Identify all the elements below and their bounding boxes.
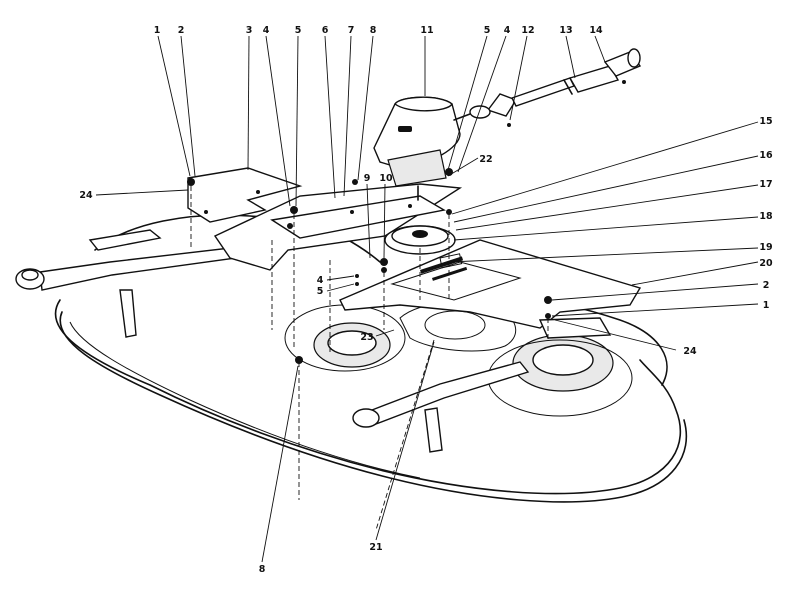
callout-13: 13 <box>559 25 572 36</box>
leader-lines <box>95 35 759 351</box>
front-bracket-right <box>352 361 530 453</box>
callout-21: 21 <box>369 542 382 553</box>
gearbox-11 <box>373 96 471 201</box>
callout-1-right: 1 <box>763 300 770 311</box>
callout-4-mid: 4 <box>317 275 324 286</box>
callout-24-right: 24 <box>683 346 697 357</box>
front-bracket-left <box>15 229 238 338</box>
callout-5-top: 5 <box>295 25 302 36</box>
callout-5-right: 5 <box>484 25 491 36</box>
callouts: 1 2 3 4 5 6 7 8 11 5 4 12 13 14 15 16 17… <box>79 25 773 575</box>
callout-8-top: 8 <box>370 25 377 36</box>
callout-15: 15 <box>759 116 772 127</box>
belt-cover-plate-20 <box>339 239 642 339</box>
callout-17: 17 <box>759 179 772 190</box>
pulley-18 <box>384 225 456 255</box>
deck-shell <box>54 214 688 503</box>
callout-22: 22 <box>479 154 492 165</box>
callout-12: 12 <box>521 25 534 36</box>
callout-20: 20 <box>759 258 773 269</box>
callout-2-right: 2 <box>763 280 770 291</box>
hardware <box>187 80 626 364</box>
callout-19: 19 <box>759 242 772 253</box>
callout-16: 16 <box>759 150 773 161</box>
drive-shaft <box>469 48 642 119</box>
callout-2-top: 2 <box>178 25 185 36</box>
plate-3 <box>187 167 303 223</box>
callout-24-left: 24 <box>79 190 93 201</box>
callout-8-bottom: 8 <box>259 564 266 575</box>
callout-5-mid: 5 <box>317 286 324 297</box>
callout-7: 7 <box>348 25 355 36</box>
callout-4-top: 4 <box>263 25 270 36</box>
callout-11: 11 <box>420 25 433 36</box>
callout-14: 14 <box>589 25 603 36</box>
callout-1-top: 1 <box>154 25 161 36</box>
callout-10: 10 <box>379 173 393 184</box>
callout-3: 3 <box>246 25 253 36</box>
assembly-lines <box>190 186 549 531</box>
callout-18: 18 <box>759 211 773 222</box>
callout-23: 23 <box>360 332 373 343</box>
callout-4-right: 4 <box>504 25 511 36</box>
callout-6: 6 <box>322 25 329 36</box>
callout-9: 9 <box>364 173 371 184</box>
support-plate-6 <box>213 183 463 271</box>
